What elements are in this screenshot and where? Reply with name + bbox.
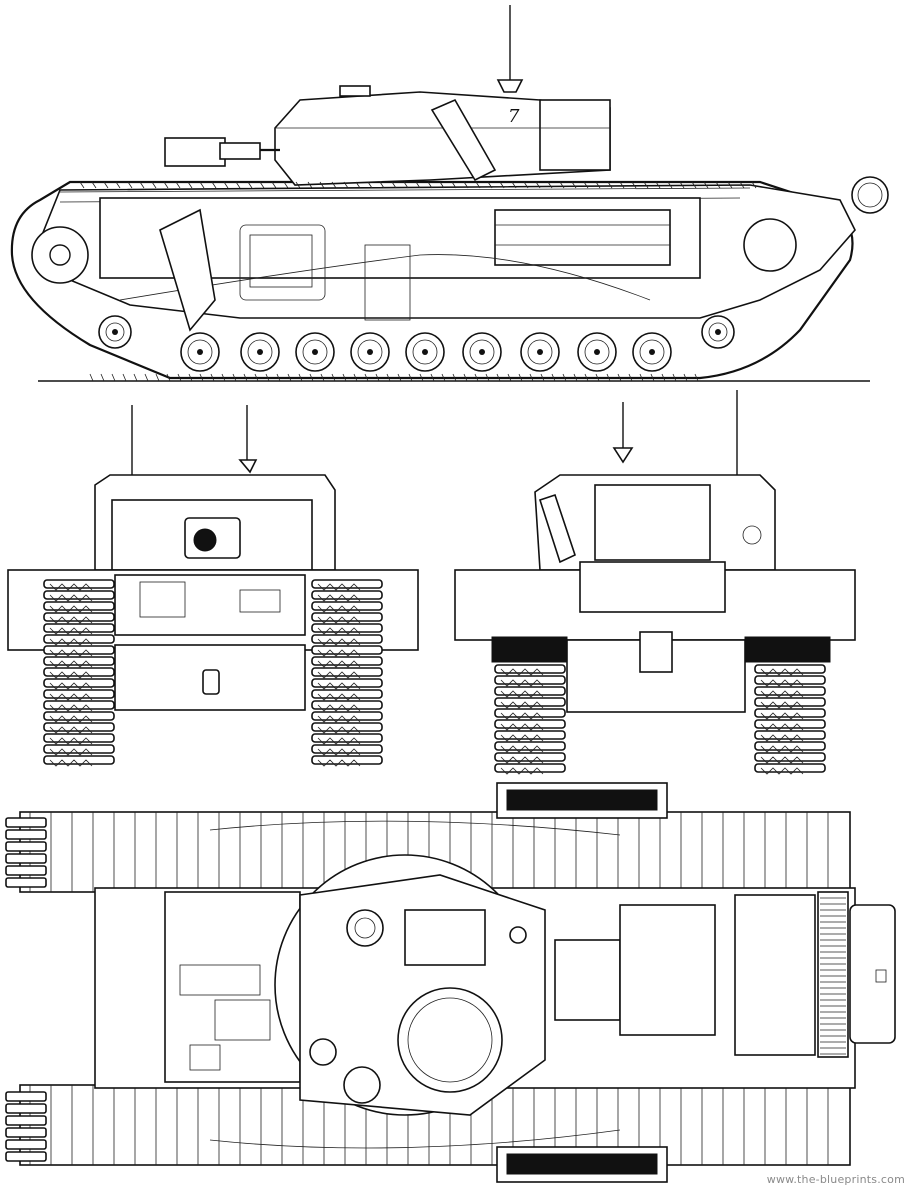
top-exhaust-grille (817, 891, 849, 1058)
side-front-suspension-plate (159, 208, 216, 332)
top-engine-hatch (554, 939, 621, 1021)
side-road-wheels (98, 315, 735, 372)
top-track-ribs (5, 812, 829, 1165)
rear-mudflap-right (744, 636, 831, 663)
side-stowage-box (494, 209, 671, 266)
top-view (5, 782, 896, 1183)
front-view (7, 405, 419, 767)
rear-track-right (754, 664, 826, 775)
rear-mudflap-left (491, 636, 568, 663)
rear-track-left (494, 664, 566, 775)
top-rear-deck (734, 894, 816, 1056)
watermark-text: www.the-blueprints.com (766, 1173, 905, 1186)
side-turret-rear (539, 99, 611, 171)
rear-stowage-box (579, 561, 726, 613)
side-rear-sprocket (31, 226, 89, 284)
front-track-right (311, 579, 383, 767)
top-commander-cupola (397, 987, 503, 1093)
side-view: 7 (10, 5, 889, 382)
top-hatch-left (346, 909, 384, 947)
side-front-idler (743, 218, 797, 272)
side-gun-mantlet (164, 137, 226, 167)
rear-view (454, 390, 856, 775)
side-track-links (79, 181, 757, 382)
top-rear-stowage (849, 904, 896, 1044)
front-track-left (43, 579, 115, 767)
side-headlamp (851, 176, 889, 214)
turret-number: 7 (508, 106, 520, 127)
side-smoke-discharger (430, 98, 497, 182)
rear-smoke-discharger (538, 493, 576, 564)
